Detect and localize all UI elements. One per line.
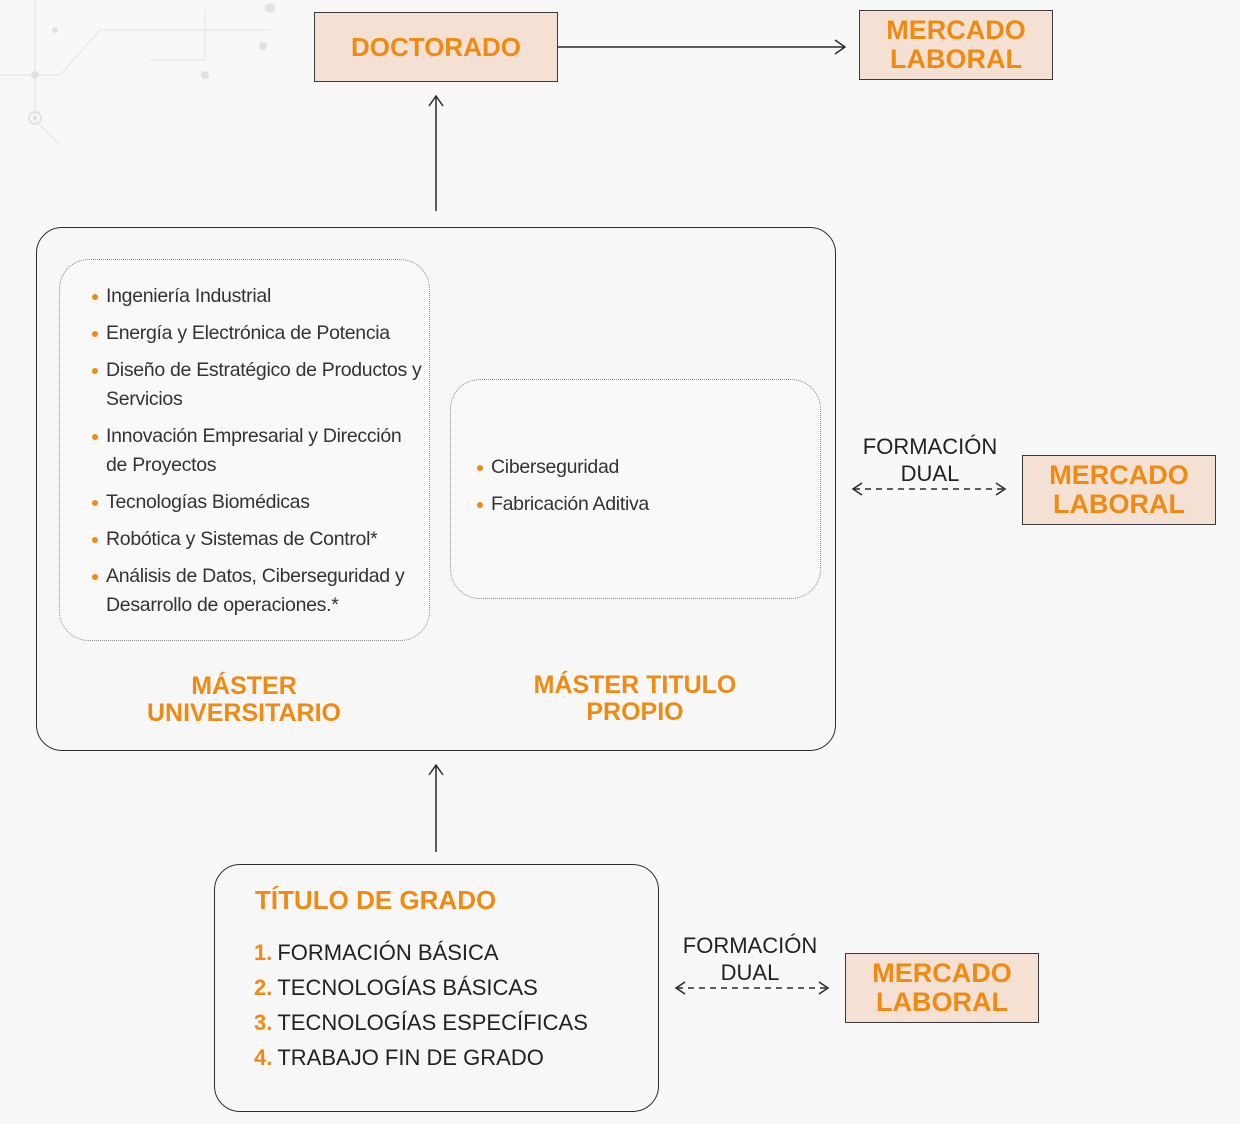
master-universitario-label: MÁSTER UNIVERSITARIO — [100, 673, 388, 727]
list-item: 2.TECNOLOGÍAS BÁSICAS — [254, 970, 588, 1005]
titulo-grado-box: TÍTULO DE GRADO 1.FORMACIÓN BÁSICA 2.TEC… — [214, 864, 659, 1112]
formacion-dual-middle: FORMACIÓN DUAL — [840, 433, 1020, 487]
mercado-laboral-top: MERCADO LABORAL — [859, 10, 1053, 80]
label-line2: PROPIO — [586, 698, 684, 726]
mercado-line2: LABORAL — [1053, 489, 1185, 519]
list-item: Tecnologías Biomédicas — [88, 488, 423, 517]
mercado-line2: LABORAL — [890, 44, 1022, 74]
list-item: Análisis de Datos, Ciberseguridad y Desa… — [88, 562, 423, 620]
label-line1: MÁSTER — [191, 672, 297, 700]
list-item: 3.TECNOLOGÍAS ESPECÍFICAS — [254, 1005, 588, 1040]
item-text: TECNOLOGÍAS ESPECÍFICAS — [277, 1010, 588, 1035]
item-number: 2. — [254, 975, 273, 1000]
label-line2: UNIVERSITARIO — [147, 699, 341, 727]
titulo-grado-title: TÍTULO DE GRADO — [255, 885, 497, 915]
master-universitario-box: Ingeniería Industrial Energía y Electrón… — [59, 259, 430, 641]
dual-line1: FORMACIÓN — [862, 434, 998, 459]
item-number: 3. — [254, 1010, 273, 1035]
mercado-line1: MERCADO — [872, 958, 1012, 988]
item-text: TECNOLOGÍAS BÁSICAS — [277, 975, 538, 1000]
master-titulo-propio-list: Ciberseguridad Fabricación Aditiva — [473, 453, 803, 527]
item-text: FORMACIÓN BÁSICA — [277, 940, 499, 965]
item-number: 4. — [254, 1045, 273, 1070]
list-item: Robótica y Sistemas de Control* — [88, 525, 423, 554]
mercado-laboral-bottom: MERCADO LABORAL — [845, 953, 1039, 1023]
list-item: Energía y Electrónica de Potencia — [88, 319, 423, 348]
list-item: 4.TRABAJO FIN DE GRADO — [254, 1040, 588, 1075]
titulo-grado-list: 1.FORMACIÓN BÁSICA 2.TECNOLOGÍAS BÁSICAS… — [254, 935, 588, 1075]
item-text: TRABAJO FIN DE GRADO — [277, 1045, 544, 1070]
item-number: 1. — [254, 940, 273, 965]
master-universitario-list: Ingeniería Industrial Energía y Electrón… — [88, 282, 423, 628]
mercado-line1: MERCADO — [1049, 460, 1189, 490]
list-item: Ingeniería Industrial — [88, 282, 423, 311]
master-titulo-propio-label: MÁSTER TITULO PROPIO — [490, 672, 780, 726]
list-item: Diseño de Estratégico de Productos y Ser… — [88, 356, 423, 414]
mercado-line1: MERCADO — [886, 15, 1026, 45]
mercado-laboral-middle: MERCADO LABORAL — [1022, 455, 1216, 525]
label-line1: MÁSTER TITULO — [533, 671, 737, 699]
list-item: Ciberseguridad — [473, 453, 803, 482]
list-item: Fabricación Aditiva — [473, 490, 803, 519]
dual-line2: DUAL — [720, 960, 780, 985]
formacion-dual-bottom: FORMACIÓN DUAL — [660, 932, 840, 986]
mercado-line2: LABORAL — [876, 987, 1008, 1017]
list-item: Innovación Empresarial y Dirección de Pr… — [88, 422, 423, 480]
dual-line2: DUAL — [900, 461, 960, 486]
doctorado-label: DOCTORADO — [351, 31, 521, 62]
master-titulo-propio-box: Ciberseguridad Fabricación Aditiva — [450, 379, 821, 599]
list-item: 1.FORMACIÓN BÁSICA — [254, 935, 588, 970]
dual-line1: FORMACIÓN — [682, 933, 818, 958]
circuit-decoration-icon — [0, 0, 275, 146]
doctorado-box: DOCTORADO — [314, 12, 558, 82]
